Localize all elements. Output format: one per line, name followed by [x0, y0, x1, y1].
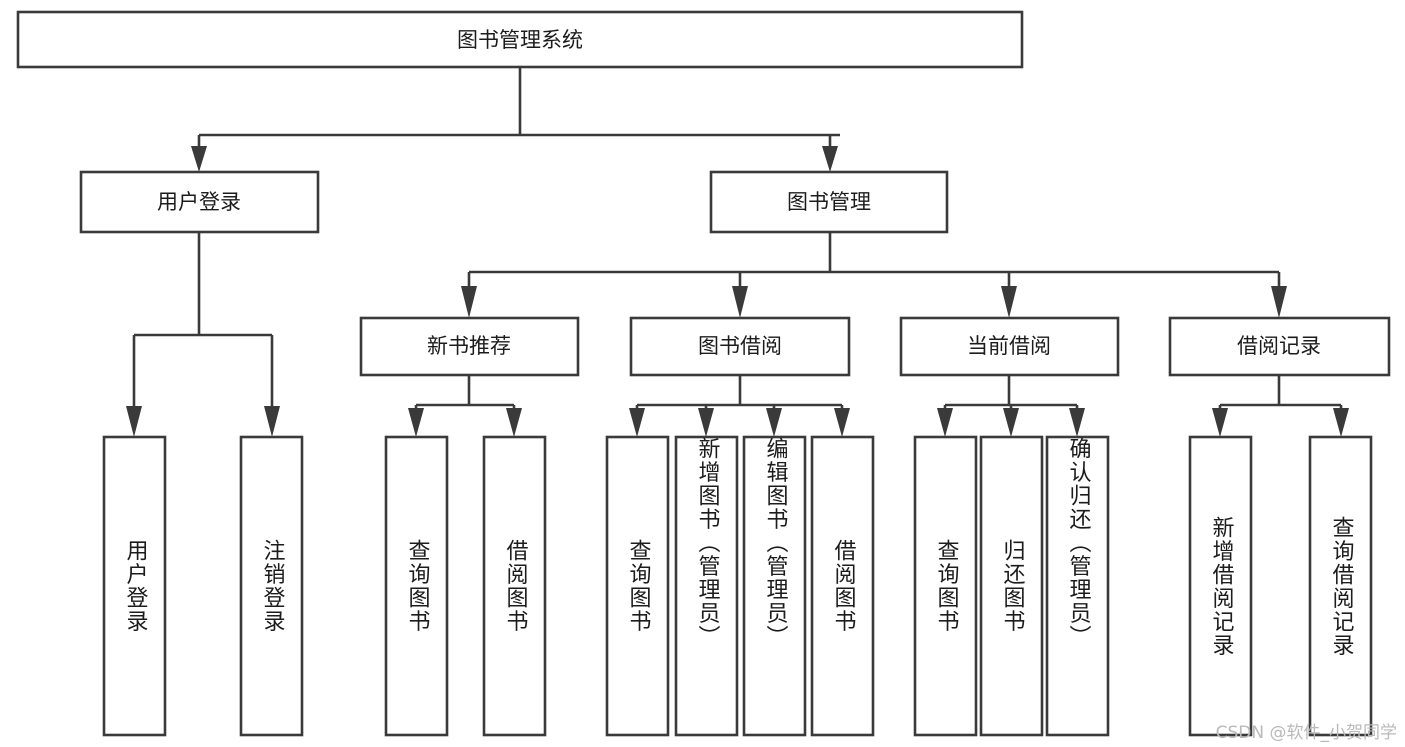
arrow-head-leaf-cb-return	[1003, 408, 1019, 437]
arrow-head-leaf-bb-edit	[766, 408, 782, 437]
leaf-box-cb-return-book[interactable]	[979, 435, 1044, 737]
node-book-manage-box[interactable]	[709, 170, 949, 234]
arrow-head-leaf-user-login	[126, 406, 142, 437]
leaf-box-bb-add-book[interactable]	[674, 435, 739, 737]
node-user-login[interactable]: 用户登录	[79, 170, 320, 234]
leaf-box-cb-query-book[interactable]	[913, 435, 978, 737]
leaf-box-bb-query-book[interactable]	[605, 435, 670, 737]
connector-group-new-book-leaves	[408, 375, 522, 437]
leaf-boxes-current-borrow	[913, 435, 1110, 737]
leaf-box-nb-borrow-book[interactable]	[482, 435, 547, 737]
arrow-head-book-borrow	[732, 286, 748, 318]
arrow-head-leaf-cb-confirm	[1069, 408, 1085, 437]
csdn-watermark: CSDN @软件_小贺同学	[1215, 723, 1397, 743]
leaf-box-logout[interactable]	[239, 435, 304, 737]
node-root-box[interactable]	[16, 10, 1024, 69]
node-book-manage[interactable]: 图书管理	[709, 170, 949, 234]
leaf-box-cb-confirm-return[interactable]	[1045, 435, 1110, 737]
node-root[interactable]: 图书管理系统	[16, 10, 1024, 69]
leaf-box-bb-edit-book[interactable]	[742, 435, 807, 737]
leaf-box-br-add-record[interactable]	[1188, 435, 1253, 737]
arrow-head-new-book-recommend	[461, 286, 477, 318]
arrow-head-leaf-cb-query	[937, 408, 953, 437]
leaf-boxes-new-book-recommend	[384, 435, 547, 737]
node-user-login-label: 用户登录	[157, 190, 241, 214]
node-new-book-recommend-box[interactable]	[359, 316, 580, 377]
node-book-borrow[interactable]: 图书借阅	[629, 316, 851, 377]
connector-group-book-manage-to-level3	[461, 232, 1287, 318]
arrow-head-leaf-br-query	[1333, 408, 1349, 437]
leaf-box-bb-borrow-book[interactable]	[810, 435, 875, 737]
node-user-login-box[interactable]	[79, 170, 320, 234]
node-current-borrow[interactable]: 当前借阅	[899, 316, 1120, 377]
leaf-boxes-book-borrow	[605, 435, 875, 737]
node-borrow-record-label: 借阅记录	[1237, 334, 1321, 358]
node-current-borrow-label: 当前借阅	[967, 334, 1051, 358]
node-borrow-record-box[interactable]	[1168, 316, 1391, 377]
node-borrow-record[interactable]: 借阅记录	[1168, 316, 1391, 377]
node-current-borrow-box[interactable]	[899, 316, 1120, 377]
connector-group-book-borrow-leaves	[629, 375, 850, 437]
arrow-head-leaf-nb-query	[408, 408, 424, 437]
leaf-box-nb-query-book[interactable]	[384, 435, 449, 737]
leaf-boxes-user-login	[102, 435, 304, 737]
arrow-head-leaf-bb-query	[629, 408, 645, 437]
arrow-head-leaf-nb-borrow	[506, 408, 522, 437]
node-book-borrow-box[interactable]	[629, 316, 851, 377]
leaf-boxes-borrow-record	[1188, 435, 1373, 737]
connector-group-root-to-level2	[191, 67, 840, 172]
arrow-head-leaf-bb-borrow	[834, 408, 850, 437]
arrow-head-leaf-br-add	[1212, 408, 1228, 437]
leaf-box-br-query-record[interactable]	[1308, 435, 1373, 737]
leaf-box-user-login[interactable]	[102, 435, 167, 737]
arrow-head-leaf-bb-add	[698, 408, 714, 437]
arrow-head-book-manage	[822, 146, 838, 172]
connector-group-current-borrow-leaves	[937, 375, 1085, 437]
node-new-book-recommend[interactable]: 新书推荐	[359, 316, 580, 377]
node-new-book-recommend-label: 新书推荐	[427, 334, 511, 358]
arrow-head-leaf-logout	[264, 406, 280, 437]
connector-group-user-login-leaves	[126, 232, 280, 437]
connector-group-borrow-record-leaves	[1212, 375, 1349, 437]
arrow-head-user-login	[191, 146, 207, 172]
arrow-head-borrow-record	[1271, 286, 1287, 318]
node-book-borrow-label: 图书借阅	[698, 334, 782, 358]
node-root-label: 图书管理系统	[457, 28, 583, 52]
node-book-manage-label: 图书管理	[787, 190, 871, 214]
arrow-head-current-borrow	[1001, 286, 1017, 318]
